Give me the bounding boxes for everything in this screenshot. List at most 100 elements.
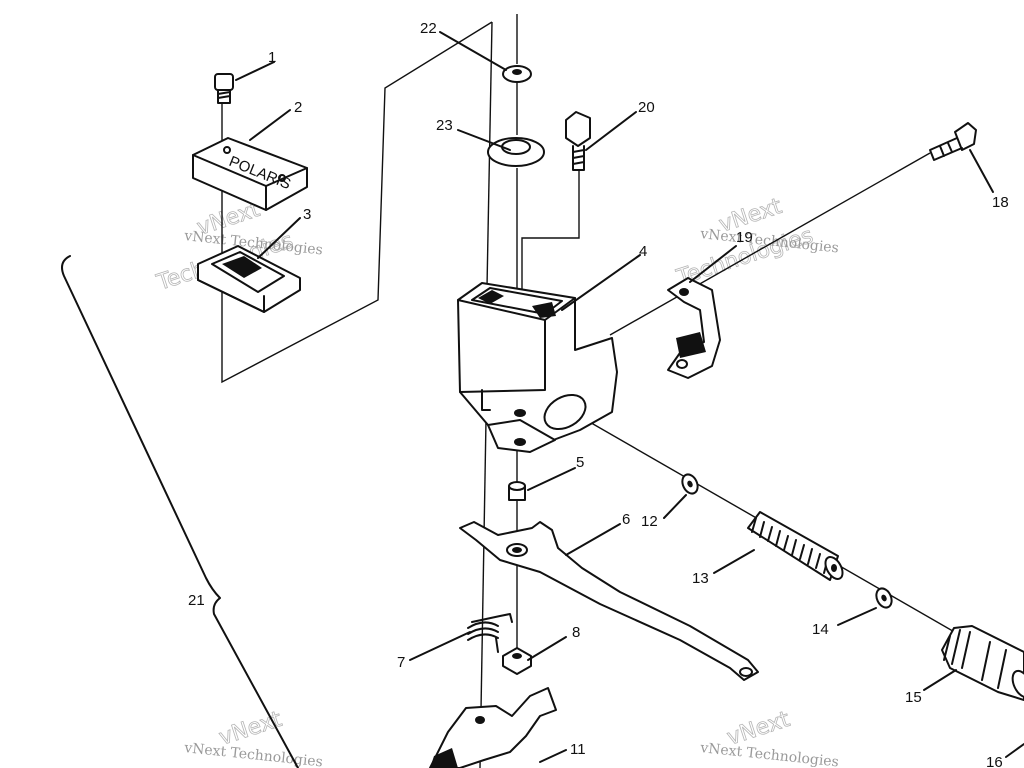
clamp-teeth xyxy=(676,332,706,358)
callout-labels: 1 2 3 4 5 6 7 8 11 12 13 14 15 16 18 19 … xyxy=(188,20,1009,768)
bracket-hole xyxy=(475,716,485,724)
nut22-hole xyxy=(512,69,522,75)
callout-18: 18 xyxy=(992,194,1009,211)
part-washer-12 xyxy=(681,473,699,495)
bolt18-thread xyxy=(929,137,963,161)
assembly-lines xyxy=(221,14,1024,768)
callout-4: 4 xyxy=(639,243,647,260)
leader-16 xyxy=(1005,743,1024,758)
callout-1: 1 xyxy=(268,49,276,66)
part-bushing-5 xyxy=(508,481,526,501)
callout-21: 21 xyxy=(188,592,205,609)
diaphragm-edge xyxy=(197,279,265,313)
part-screw-1 xyxy=(214,73,234,104)
bushing-top xyxy=(508,481,526,491)
part-bolt-20 xyxy=(565,111,591,171)
part-lever-6 xyxy=(459,521,759,681)
washer12-hole xyxy=(687,480,693,488)
callout-19: 19 xyxy=(736,229,753,246)
screw-head xyxy=(214,73,234,91)
bolt20-head xyxy=(565,111,591,147)
cylinder-reservoir-opening xyxy=(471,287,563,315)
callout-20: 20 xyxy=(638,99,655,116)
cover-edges xyxy=(192,154,308,211)
watermark-company-bottom-right: vNext Technologies xyxy=(699,740,840,768)
washer14-hole xyxy=(881,594,887,602)
part-boot-15 xyxy=(941,625,1024,701)
leader-1 xyxy=(235,61,275,81)
cover-body xyxy=(192,137,308,211)
part-bolt-18 xyxy=(929,122,977,161)
bolt18-axis xyxy=(609,152,931,336)
callout-14: 14 xyxy=(812,621,829,638)
spring13-coils xyxy=(751,517,829,574)
part-spring-7 xyxy=(467,613,513,653)
nut8-hole xyxy=(512,653,522,659)
callout-12: 12 xyxy=(641,513,658,530)
lever-pivot-hole xyxy=(512,547,522,553)
bracket-shadow xyxy=(430,748,458,768)
part-washer-23 xyxy=(487,137,545,167)
lever-body xyxy=(459,521,759,681)
bolt18-head xyxy=(954,122,977,151)
callout-11: 11 xyxy=(570,741,586,758)
callout-13: 13 xyxy=(692,570,709,587)
leader-12 xyxy=(663,494,687,519)
part-nut-8 xyxy=(502,647,532,675)
cylinder-clamp-bore xyxy=(543,393,587,431)
cylinder-tab xyxy=(481,389,491,411)
cylinder-reservoir-shadow xyxy=(478,290,556,318)
part-lower-bracket xyxy=(429,687,557,768)
leader-11 xyxy=(539,749,567,763)
bracket-body xyxy=(429,687,557,768)
part-master-cylinder-4 xyxy=(457,282,618,453)
callout-7: 7 xyxy=(397,654,405,671)
leader-19 xyxy=(689,245,737,283)
boot15-body xyxy=(941,625,1024,701)
cylinder-lever-mount xyxy=(487,419,556,453)
cylinder-edges xyxy=(457,297,576,393)
leader-6 xyxy=(565,523,621,556)
clamp-body xyxy=(667,277,721,379)
nut8-body xyxy=(502,647,532,675)
cylinder-pivot-hole-lower xyxy=(514,438,526,446)
bolt-route-line xyxy=(521,170,580,290)
part-nut-22 xyxy=(502,65,532,83)
leader-8 xyxy=(527,636,567,661)
watermark-company-bottom-left: vNext Technologies xyxy=(183,740,324,768)
cylinder-pivot-hole-upper xyxy=(514,409,526,417)
screw-shank xyxy=(217,89,231,104)
leader-15 xyxy=(923,669,957,691)
lever-end-hole xyxy=(739,667,753,677)
leader-2 xyxy=(249,109,291,141)
callout-5: 5 xyxy=(576,454,584,471)
callout-8: 8 xyxy=(572,624,580,641)
callout-16: 16 xyxy=(986,754,1003,768)
callout-3: 3 xyxy=(303,206,311,223)
part-washer-14 xyxy=(875,587,893,609)
spring13-end-hole xyxy=(831,564,837,572)
leader-13 xyxy=(713,549,755,574)
callout-22: 22 xyxy=(420,20,437,37)
cover-hole-left xyxy=(223,146,231,154)
callout-23: 23 xyxy=(436,117,453,134)
spring7-coils xyxy=(467,613,513,653)
callout-2: 2 xyxy=(294,99,302,116)
callout-15: 15 xyxy=(905,689,922,706)
clamp-hole-top xyxy=(679,288,689,296)
leader-20 xyxy=(585,111,637,151)
part-spring-13 xyxy=(747,511,844,581)
cover-hole-right xyxy=(278,174,286,182)
part-reservoir-cover-2: POLARIS xyxy=(192,137,308,211)
leader-3 xyxy=(257,217,301,259)
leader-7 xyxy=(409,631,471,661)
leader-lines xyxy=(235,31,1024,763)
bolt20-shank xyxy=(572,145,585,171)
washer23-outer xyxy=(487,137,545,167)
diaphragm-bellows xyxy=(222,256,262,278)
part-diaphragm-3 xyxy=(197,245,301,313)
leader-23 xyxy=(457,129,511,151)
group-bracket-21 xyxy=(61,255,299,768)
